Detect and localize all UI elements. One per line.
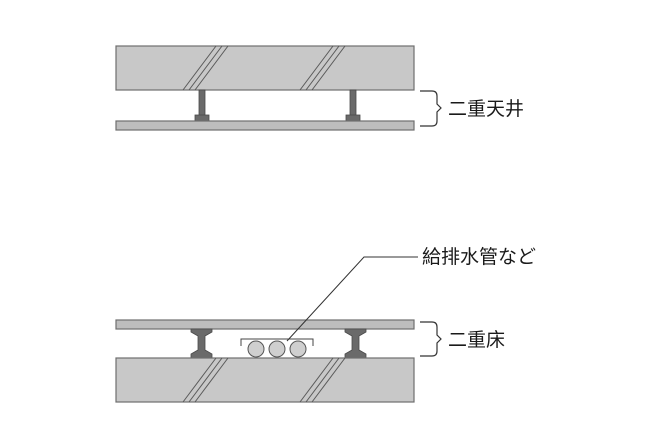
floor-pedestal-left <box>190 328 213 359</box>
piping-label: 給排水管など <box>422 246 536 268</box>
ceiling-hanger-right <box>345 89 361 122</box>
upper-slab-hatch <box>182 45 346 91</box>
lower-concrete-slab <box>115 357 415 403</box>
floor-pedestal-right <box>344 328 367 359</box>
pipe <box>289 340 307 358</box>
floor-bracket <box>420 321 442 357</box>
pipes <box>247 340 307 358</box>
upper-concrete-slab <box>115 45 415 91</box>
piping-leader-line <box>286 256 418 342</box>
lower-slab-hatch <box>182 357 346 403</box>
ceiling-hanger-left <box>194 89 210 122</box>
double-ceiling-assembly: 二重天井 <box>115 45 524 131</box>
double-ceiling-label: 二重天井 <box>448 98 524 120</box>
pipe <box>268 340 286 358</box>
ceiling-bracket <box>420 90 442 127</box>
ceiling-board <box>115 120 415 131</box>
piping-callout: 給排水管など <box>286 246 536 342</box>
double-floor-assembly: 二重床 <box>115 319 505 403</box>
double-floor-label: 二重床 <box>448 329 505 351</box>
pipe <box>247 340 265 358</box>
floor-panel <box>115 319 415 330</box>
pipe-tray <box>240 338 314 346</box>
